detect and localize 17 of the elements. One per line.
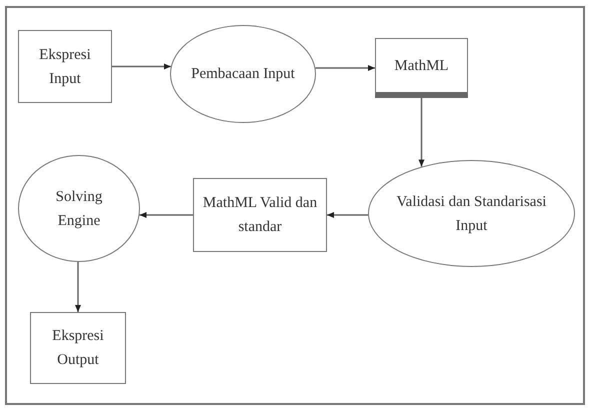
arrow <box>75 262 81 312</box>
process-box <box>30 312 126 384</box>
process-box <box>193 178 327 252</box>
node-label: Validasi dan Standarisasi Input <box>396 192 548 236</box>
arrow <box>112 64 171 70</box>
process-box <box>18 30 112 103</box>
node-label: Pembacaan Input <box>191 65 295 84</box>
node-label: MathML Valid dan standar <box>202 194 318 237</box>
arrow <box>418 98 424 167</box>
arrow <box>327 212 368 218</box>
node-label: Ekspresi Input <box>38 46 92 88</box>
node-label: MathML <box>394 56 449 76</box>
node-label: Solving Engine <box>54 188 104 230</box>
process-box <box>375 38 468 98</box>
arrow <box>140 212 193 218</box>
arrow <box>315 65 375 71</box>
node-label: Ekspresi Output <box>51 327 105 370</box>
